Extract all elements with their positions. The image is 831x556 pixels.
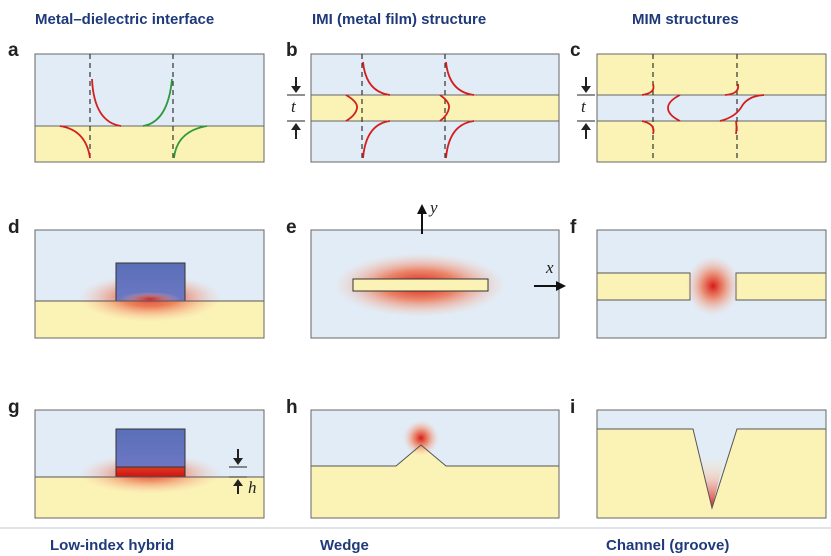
footer-low-index-hybrid: Low-index hybrid — [50, 537, 175, 554]
header-imi-structure: IMI (metal film) structure — [312, 11, 487, 28]
field-profile-green-a-lower — [173, 125, 208, 159]
metal-strip-e — [352, 278, 489, 292]
wedge-metal-h — [311, 445, 559, 518]
field-profile-red-a-lower — [59, 125, 91, 159]
panel-h — [310, 409, 560, 519]
field-profile-red-a — [91, 78, 122, 127]
gap-symbol-h: h — [248, 478, 257, 497]
panel-label-c: c — [570, 40, 581, 61]
panel-label-d: d — [8, 217, 20, 238]
field-profile-green-a — [142, 78, 173, 127]
mode-field-i — [699, 456, 725, 508]
high-index-ridge-g — [115, 428, 186, 468]
mode-field-h — [403, 420, 439, 456]
panel-label-f: f — [570, 217, 577, 238]
header-mim-structures: MIM structures — [632, 11, 739, 28]
panel-b — [287, 53, 560, 163]
axis-label-y: y — [430, 198, 438, 217]
thickness-symbol-t-b: t — [291, 97, 296, 116]
panel-g — [34, 409, 265, 519]
groove-metal-i — [597, 429, 826, 518]
panel-d — [34, 229, 265, 339]
panel-a — [34, 53, 265, 163]
panel-label-i: i — [570, 397, 576, 418]
panel-label-b: b — [286, 40, 298, 61]
footer-channel-groove: Channel (groove) — [606, 537, 730, 554]
panel-label-a: a — [8, 40, 19, 61]
header-metal-dielectric-interface: Metal–dielectric interface — [35, 11, 215, 28]
panel-label-g: g — [8, 397, 20, 418]
panel-f — [596, 229, 827, 339]
axis-label-x: x — [546, 258, 554, 277]
panel-i — [596, 409, 827, 519]
panel-e — [310, 204, 566, 339]
mode-field-f — [686, 256, 740, 316]
low-index-gap-g — [115, 466, 186, 478]
panel-c — [577, 53, 827, 163]
footer-separator — [0, 527, 831, 529]
panel-label-e: e — [286, 217, 297, 238]
thickness-symbol-t-c: t — [581, 97, 586, 116]
panel-label-h: h — [286, 397, 298, 418]
footer-wedge: Wedge — [320, 537, 369, 554]
